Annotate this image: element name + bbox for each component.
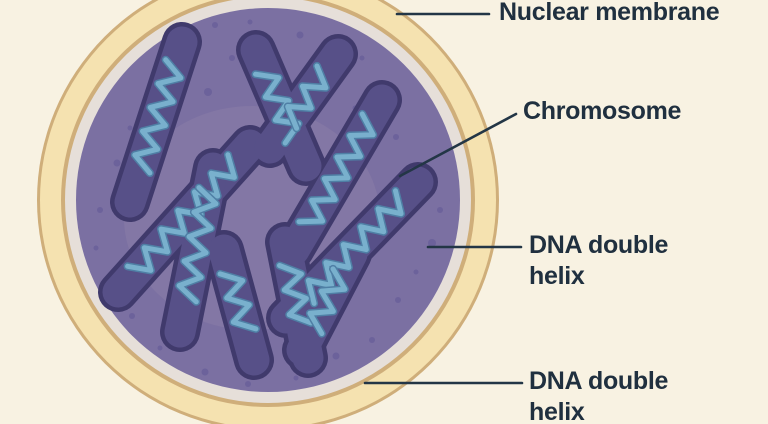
chromatin-speckle <box>127 125 133 131</box>
chromatin-speckle <box>245 381 251 387</box>
dna-helix-zigzag <box>296 111 376 225</box>
dna-helix-zigzag <box>132 57 184 176</box>
label-dna-double-helix-upper: DNA double helix <box>529 231 669 290</box>
chromatin-speckle <box>212 22 218 28</box>
chromatin-speckle <box>129 313 135 319</box>
chromatin-speckle <box>393 134 399 140</box>
chromatin-speckle <box>247 19 253 25</box>
chromatin-speckle <box>437 207 443 213</box>
dna-helix-zigzag <box>307 266 348 337</box>
chromatin-speckle <box>332 352 340 360</box>
label-nuclear-membrane: Nuclear membrane <box>499 0 720 26</box>
dna-helix-zigzag <box>305 188 404 306</box>
chromatin-speckle <box>369 337 375 343</box>
chromosome-arm <box>254 38 354 164</box>
chromatin-speckle <box>428 239 436 247</box>
chromatin-speckle <box>113 159 121 167</box>
chromatin-speckle <box>97 207 103 213</box>
chromatin-speckle <box>201 368 209 376</box>
chromatin-speckle <box>413 269 419 275</box>
dna-helix-zigzag <box>277 263 314 326</box>
chromatin-speckle <box>204 88 212 96</box>
chromatin-speckle <box>293 375 299 381</box>
dna-helix-zigzag <box>285 63 329 131</box>
dna-helix-zigzag <box>217 271 259 332</box>
label-dna-double-helix-lower: DNA double helix <box>529 367 669 424</box>
chromatin-speckle <box>359 55 365 61</box>
chromatin-speckle <box>229 55 235 61</box>
label-chromosome: Chromosome <box>523 97 682 125</box>
dna-helix-zigzag <box>176 185 219 305</box>
chromatin-speckle <box>93 245 99 251</box>
dna-helix-zigzag <box>125 152 237 273</box>
chromatin-speckle <box>157 345 163 351</box>
chromatin-speckle <box>395 297 401 303</box>
leader-line-chromosome <box>398 112 518 178</box>
chromatin-speckle <box>296 31 304 39</box>
